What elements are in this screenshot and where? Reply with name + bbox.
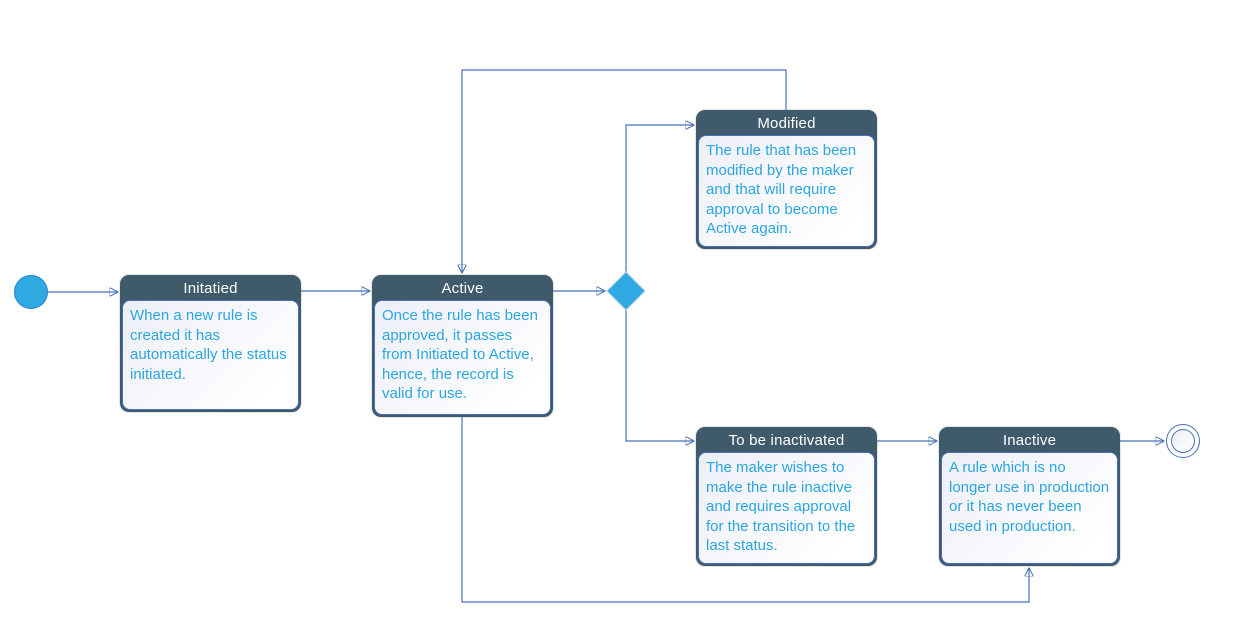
state-active-description: Once the rule has been approved, it pass… [374,300,551,415]
final-state-node [1166,424,1200,458]
state-to-be-inactivated-title: To be inactivated [728,432,845,449]
state-to-be-inactivated-description: The maker wishes to make the rule inacti… [698,452,875,564]
state-initiated: Initatied When a new rule is created it … [120,275,301,412]
state-initiated-title: Initatied [183,280,238,297]
state-modified-description: The rule that has been modified by the m… [698,135,875,247]
decision-diamond-node [606,271,646,311]
final-state-inner-circle [1171,429,1195,453]
state-modified: Modified The rule that has been modified… [696,110,877,249]
state-initiated-description: When a new rule is created it has automa… [122,300,299,410]
state-inactive-title: Inactive [1002,432,1057,449]
state-inactive-description: A rule which is no longer use in product… [941,452,1118,564]
edge-decision-to-tobeinactivated [625,310,693,441]
state-modified-title: Modified [757,115,816,132]
edge-decision-to-modified [625,125,693,272]
state-to-be-inactivated: To be inactivated The maker wishes to ma… [696,427,877,566]
state-active-title: Active [441,280,484,297]
state-active: Active Once the rule has been approved, … [372,275,553,417]
state-inactive: Inactive A rule which is no longer use i… [939,427,1120,566]
initial-state-node [14,275,48,309]
